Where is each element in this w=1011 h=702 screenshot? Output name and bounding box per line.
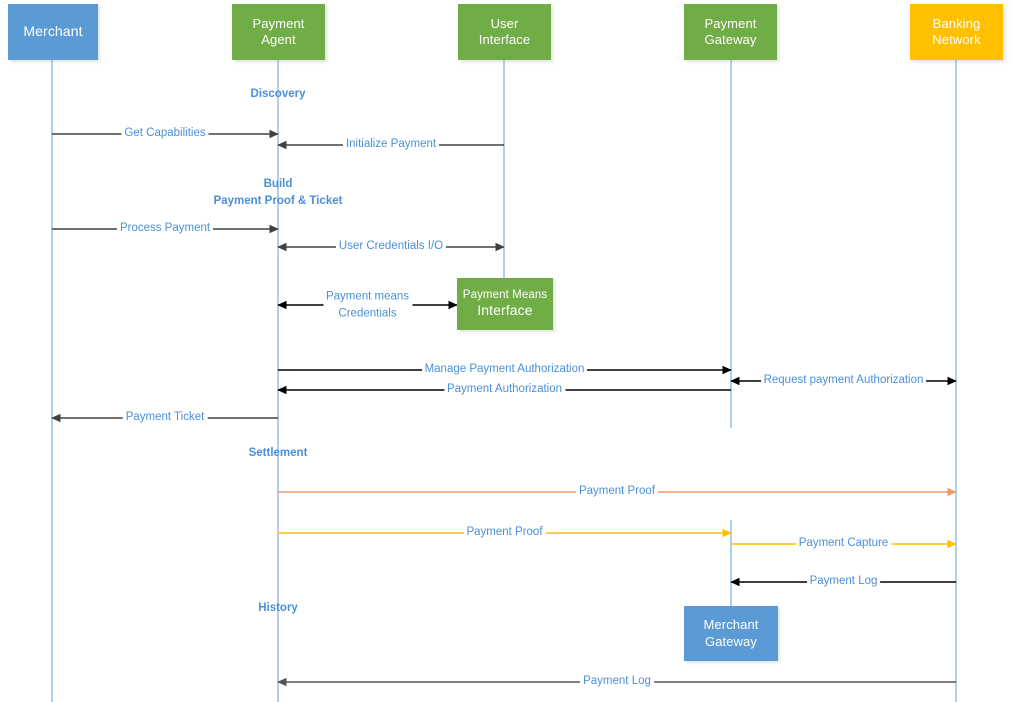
- msg-request-payment-authorization-label-line-0: Request payment Authorization: [763, 374, 924, 387]
- participant-payment-gateway-line-0: Payment: [704, 15, 757, 31]
- participant-user-interface-line-1: Interface: [478, 32, 531, 47]
- box-merchant-gateway-line-1: Gateway: [704, 633, 757, 649]
- phase-history-line-0: History: [258, 602, 298, 614]
- msg-payment-ticket-label-line-0: Payment Ticket: [125, 411, 205, 424]
- participant-user-interface-line-0: User: [490, 15, 519, 31]
- msg-payment-log-gateway-label: Payment Log: [806, 574, 881, 590]
- msg-user-credentials-io-label: User Credentials I/O: [335, 239, 447, 255]
- msg-process-payment-label: Process Payment: [116, 221, 214, 237]
- box-merchant-gateway-line-0: Merchant: [703, 617, 759, 633]
- phase-build-payment-proof-line-0: Build: [263, 178, 293, 190]
- phase-history: History: [258, 600, 298, 617]
- msg-payment-capture-label-line-0: Payment Capture: [798, 537, 889, 550]
- msg-get-capabilities-label-line-0: Get Capabilities: [124, 127, 206, 140]
- msg-payment-log-agent-label: Payment Log: [580, 674, 654, 690]
- participant-merchant-line-0: Merchant: [23, 23, 83, 40]
- msg-payment-proof-banking-label-line-0: Payment Proof: [578, 485, 656, 498]
- msg-initialize-payment-label: Initialize Payment: [342, 137, 440, 153]
- phase-discovery-line-0: Discovery: [250, 88, 306, 100]
- msg-user-credentials-io-label-line-0: User Credentials I/O: [338, 240, 444, 253]
- msg-payment-log-gateway-label-line-0: Payment Log: [809, 575, 878, 588]
- phase-discovery: Discovery: [251, 86, 306, 103]
- msg-payment-authorization-label-line-0: Payment Authorization: [446, 383, 563, 396]
- msg-payment-proof-gateway-label-line-0: Payment Proof: [466, 526, 543, 539]
- box-payment-means-interface-line-0: Payment Means: [462, 288, 548, 301]
- participant-payment-agent-line-0: Payment: [252, 15, 305, 31]
- msg-payment-means-credentials-label-line-0: Payment means: [325, 290, 410, 303]
- participant-banking-network-line-0: Banking: [932, 15, 981, 31]
- participant-payment-agent-line-1: Agent: [261, 32, 296, 47]
- participant-banking-network-line-1: Network: [932, 32, 981, 47]
- msg-manage-payment-authorization-label: Manage Payment Authorization: [421, 362, 588, 378]
- phase-build-payment-proof-line-1: Payment Proof & Ticket: [213, 194, 343, 207]
- msg-manage-payment-authorization-label-line-0: Manage Payment Authorization: [424, 363, 585, 376]
- msg-payment-capture-label: Payment Capture: [795, 536, 892, 552]
- box-payment-means-interface-line-1: Interface: [477, 302, 533, 319]
- msg-payment-proof-gateway-label: Payment Proof: [463, 525, 546, 541]
- msg-process-payment-label-line-0: Process Payment: [119, 222, 211, 235]
- msg-payment-proof-banking-label: Payment Proof: [575, 484, 659, 500]
- msg-initialize-payment-label-line-0: Initialize Payment: [345, 138, 437, 151]
- msg-payment-authorization-label: Payment Authorization: [443, 382, 566, 398]
- msg-payment-means-credentials-label-line-1: Credentials: [338, 307, 397, 319]
- msg-payment-ticket-label: Payment Ticket: [122, 410, 208, 426]
- msg-request-payment-authorization-label: Request payment Authorization: [760, 373, 927, 389]
- msg-payment-log-agent-label-line-0: Payment Log: [583, 675, 651, 688]
- phase-settlement-line-0: Settlement: [248, 447, 308, 459]
- msg-get-capabilities-label: Get Capabilities: [121, 126, 209, 142]
- phase-settlement: Settlement: [249, 445, 308, 462]
- participant-merchant[interactable]: Merchant: [8, 4, 98, 60]
- participant-payment-gateway-line-1: Gateway: [704, 32, 757, 47]
